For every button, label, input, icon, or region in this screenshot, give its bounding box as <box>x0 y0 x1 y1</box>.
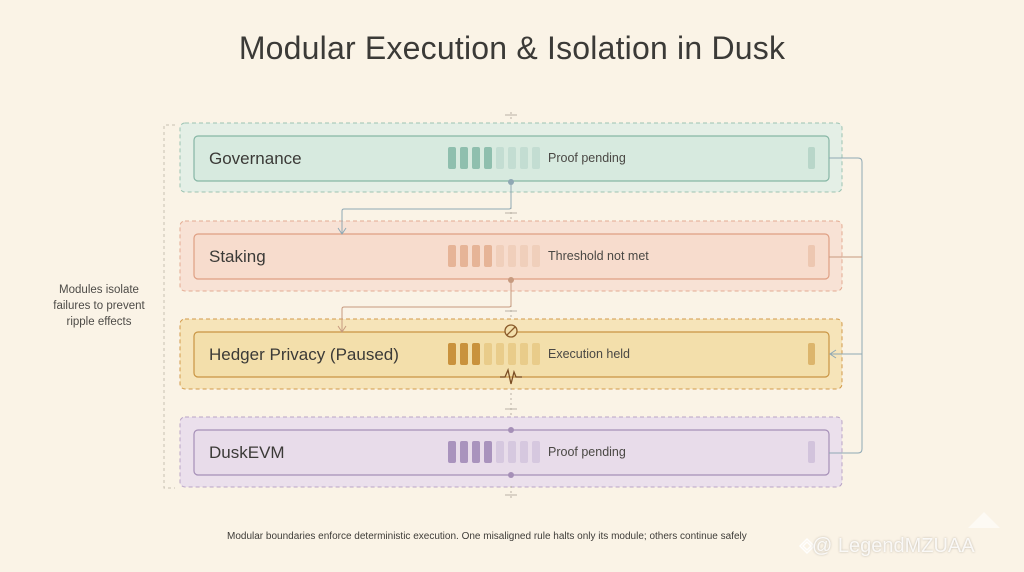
footer-caption: Modular boundaries enforce deterministic… <box>227 531 747 542</box>
corner-fold-icon <box>968 512 1000 528</box>
connector-governance-to-staking <box>341 182 512 233</box>
watermark-logo-icon <box>798 537 816 555</box>
hedger-block-empty <box>508 343 516 365</box>
isolation-note-line: ripple effects <box>66 316 132 328</box>
governance-block-filled <box>448 147 456 169</box>
hedger-return-arrowhead <box>829 349 837 359</box>
governance-block-empty <box>520 147 528 169</box>
hedger-block-filled <box>472 343 480 365</box>
governance-end-block <box>808 147 815 169</box>
hedger-privacy-status: Execution held <box>548 347 631 361</box>
hedger-block-empty <box>520 343 528 365</box>
staking-block-empty <box>508 245 516 267</box>
connector-node <box>508 427 514 433</box>
staking-block-empty <box>520 245 528 267</box>
hedger-privacy-label: Hedger Privacy (Paused) <box>209 345 399 364</box>
duskevm-block-filled <box>484 441 492 463</box>
connector-node <box>508 277 514 283</box>
hedger-end-block <box>808 343 815 365</box>
hedger-block-empty <box>532 343 540 365</box>
governance-block-empty <box>532 147 540 169</box>
staking-proof-blocks <box>448 245 815 267</box>
watermark: @ LegendMZUAA <box>790 535 975 558</box>
staking-block-empty <box>496 245 504 267</box>
duskevm-block-filled <box>460 441 468 463</box>
watermark-text: @ LegendMZUAA <box>812 535 975 557</box>
staking-block-filled <box>484 245 492 267</box>
fault-break-icon <box>500 367 522 385</box>
connector-arrowhead <box>337 227 347 235</box>
isolation-bracket <box>163 124 175 489</box>
module-hedger-privacy <box>179 318 843 390</box>
hedger-block-filled <box>460 343 468 365</box>
duskevm-block-filled <box>448 441 456 463</box>
governance-label: Governance <box>209 149 302 168</box>
isolation-note: Modules isolate failures to prevent ripp… <box>40 282 158 330</box>
governance-block-empty <box>496 147 504 169</box>
page-title: Modular Execution & Isolation in Dusk <box>238 30 786 66</box>
duskevm-block-empty <box>508 441 516 463</box>
governance-block-filled <box>472 147 480 169</box>
staking-block-empty <box>532 245 540 267</box>
paused-stop-icon <box>504 324 518 338</box>
staking-label: Staking <box>209 247 266 266</box>
spine-ticks <box>505 114 517 496</box>
staking-end-block <box>808 245 815 267</box>
duskevm-block-empty <box>520 441 528 463</box>
duskevm-end-block <box>808 441 815 463</box>
governance-block-empty <box>508 147 516 169</box>
module-governance <box>179 122 843 193</box>
connector-arrowhead <box>337 325 347 333</box>
governance-block-filled <box>460 147 468 169</box>
duskevm-label: DuskEVM <box>209 443 285 462</box>
hedger-block-filled <box>448 343 456 365</box>
governance-proof-blocks <box>448 147 815 169</box>
connector-node <box>508 179 514 185</box>
duskevm-proof-blocks <box>448 441 815 463</box>
connector-staking-to-hedger <box>341 280 512 331</box>
staking-block-filled <box>460 245 468 267</box>
staking-block-filled <box>448 245 456 267</box>
staking-status: Threshold not met <box>548 249 649 263</box>
right-feedback-line <box>829 157 863 454</box>
governance-status: Proof pending <box>548 151 626 165</box>
duskevm-block-empty <box>496 441 504 463</box>
hedger-proof-blocks <box>448 343 815 365</box>
connector-node <box>508 472 514 478</box>
isolation-note-line: Modules isolate <box>59 284 139 296</box>
isolation-note-line: failures to prevent <box>53 300 145 312</box>
duskevm-block-filled <box>472 441 480 463</box>
hedger-block-empty <box>484 343 492 365</box>
staking-block-filled <box>472 245 480 267</box>
hedger-block-empty <box>496 343 504 365</box>
duskevm-block-empty <box>532 441 540 463</box>
duskevm-status: Proof pending <box>548 445 626 459</box>
module-staking <box>179 220 843 292</box>
governance-block-filled <box>484 147 492 169</box>
